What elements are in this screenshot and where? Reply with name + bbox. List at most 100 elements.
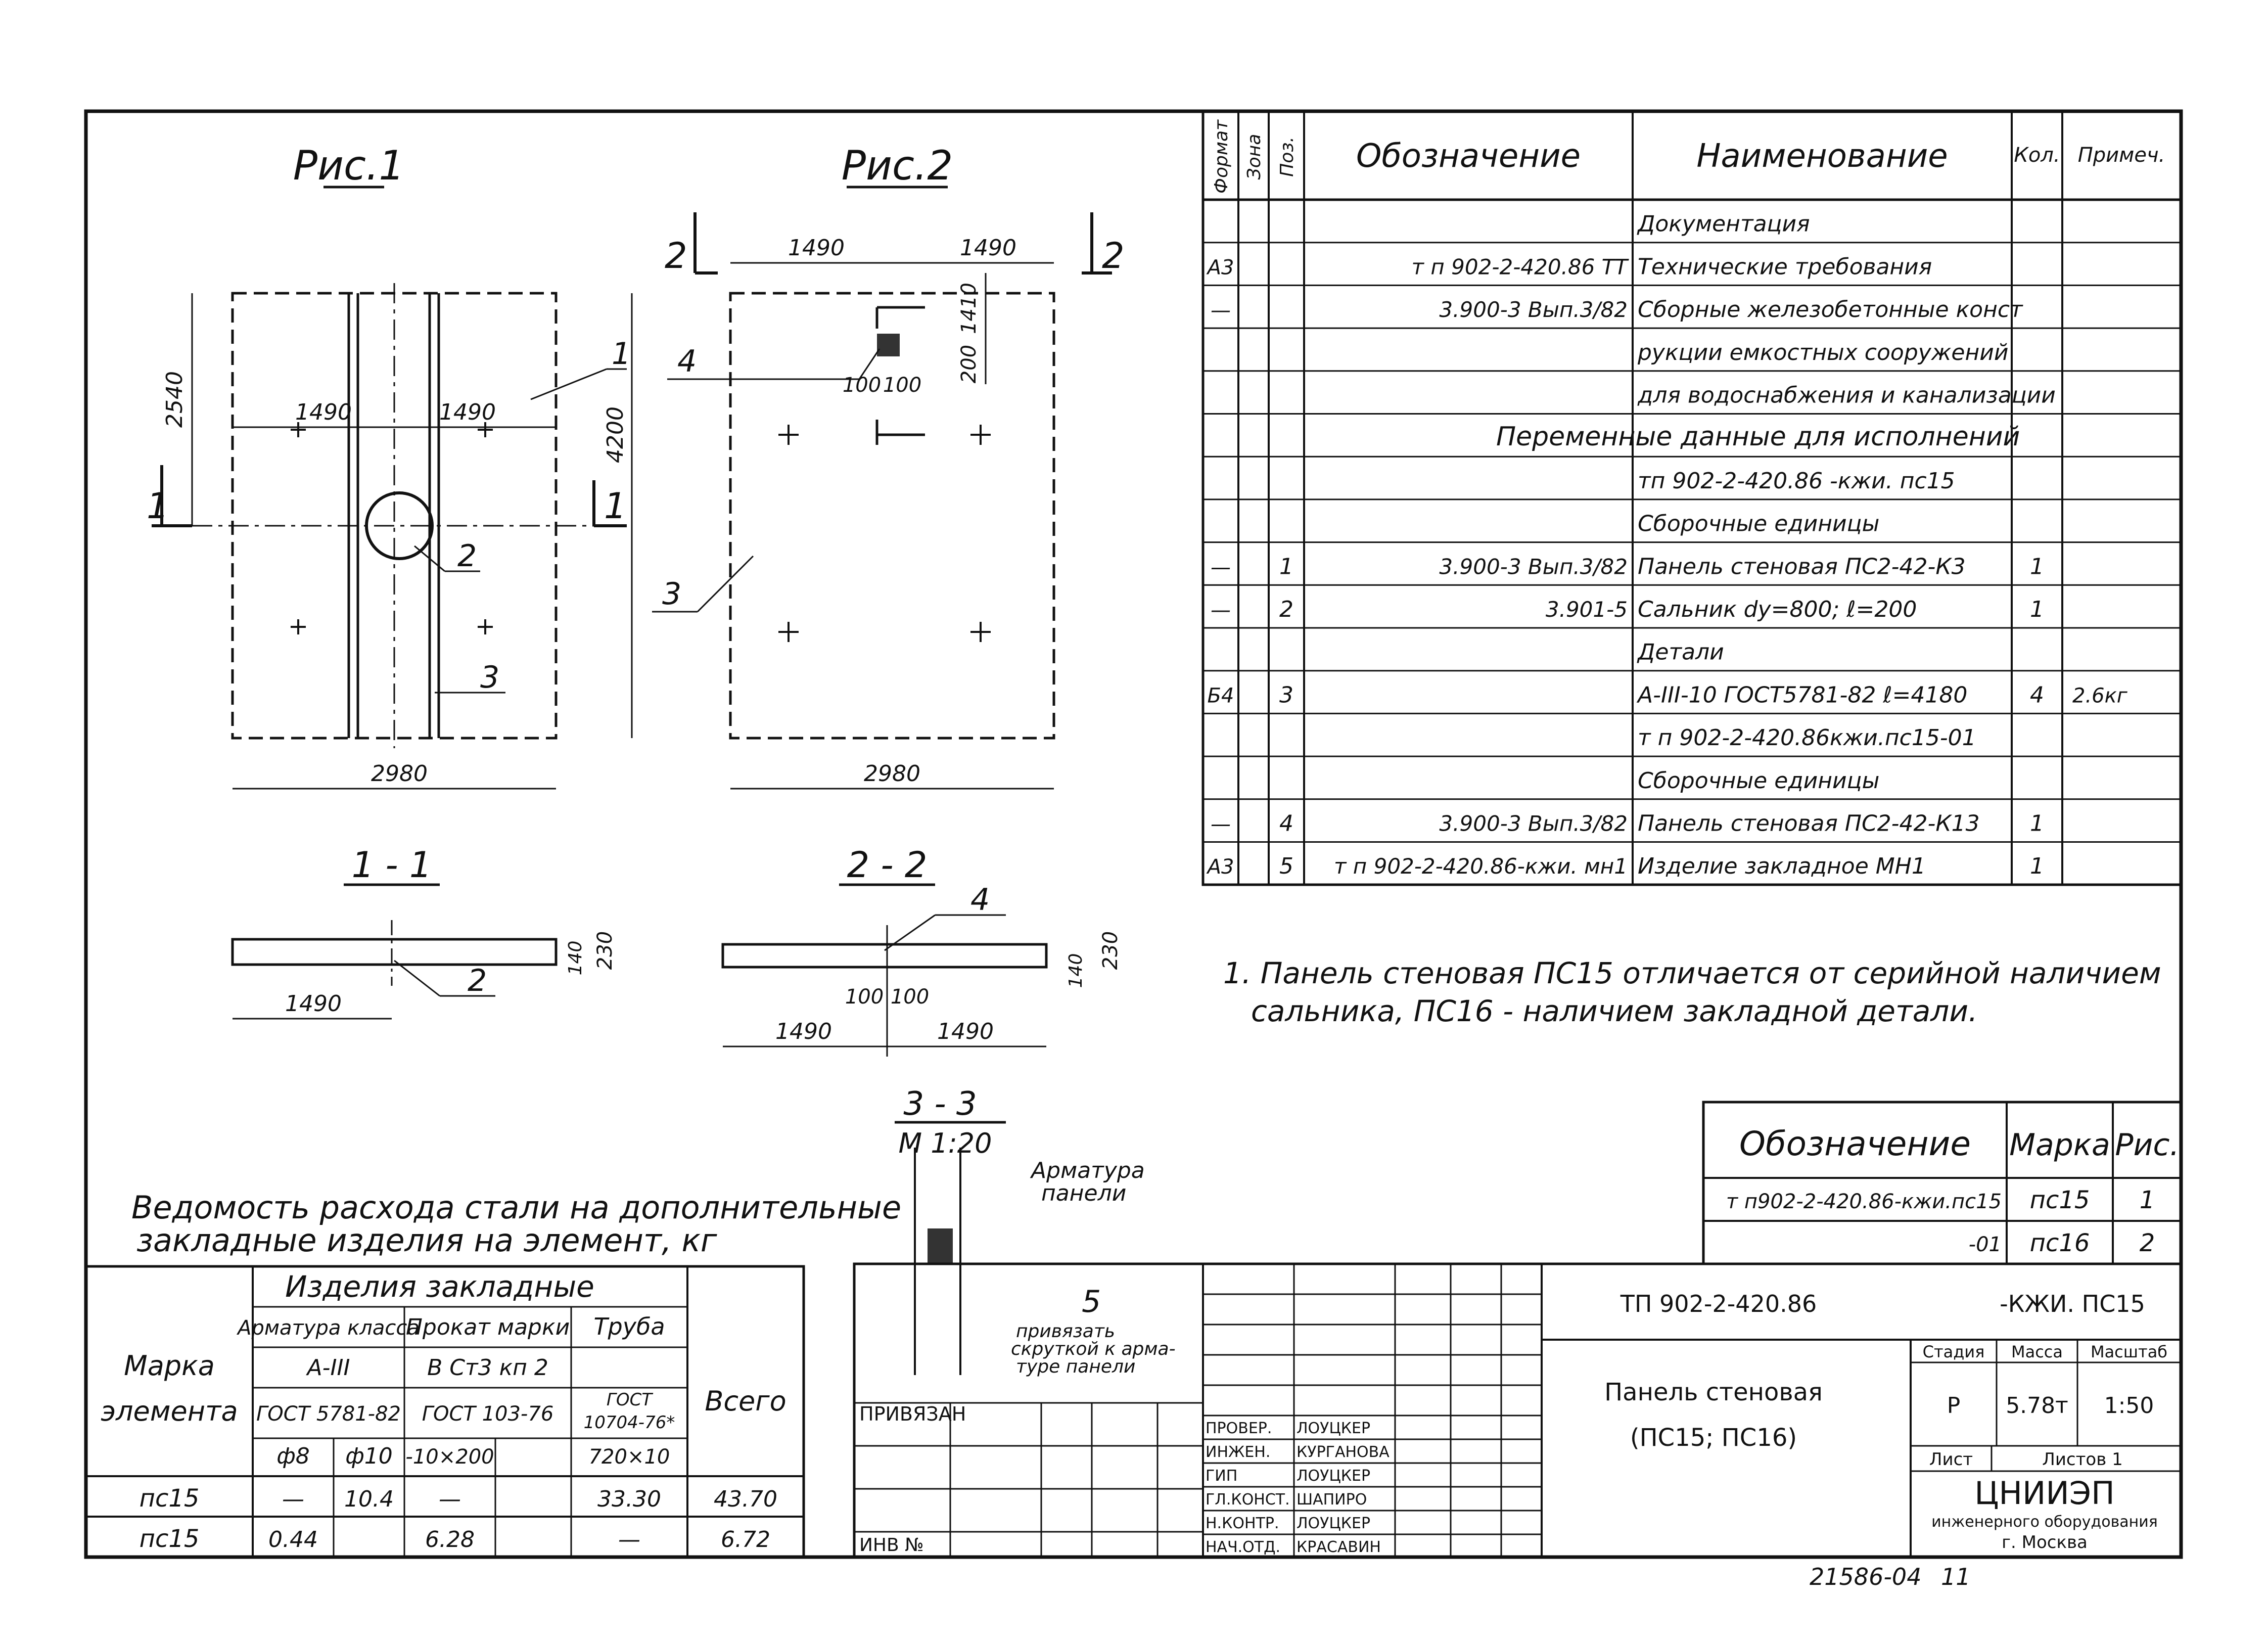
svg-text:4: 4 xyxy=(970,882,990,918)
svg-text:Прокат марки: Прокат марки xyxy=(406,1314,570,1340)
svg-text:100: 100 xyxy=(845,985,884,1009)
svg-text:1490: 1490 xyxy=(285,991,342,1017)
svg-text:2: 2 xyxy=(468,963,487,998)
steel-table: Ведомость расхода стали на дополнительны… xyxy=(84,1189,901,1559)
fig2-title: Рис.2 xyxy=(842,142,953,189)
svg-text:1490: 1490 xyxy=(775,1019,832,1044)
section-3-3: 3 - 3 М 1:20 Арматура панели 5 привязать… xyxy=(895,1085,1176,1377)
steel-cell-a8: — xyxy=(282,1486,304,1512)
steel-cell-vsego: 6.72 xyxy=(721,1527,770,1553)
svg-text:ИНВ №: ИНВ № xyxy=(859,1535,924,1556)
svg-text:1490: 1490 xyxy=(439,399,496,425)
steel-cell-a8: 0.44 xyxy=(268,1527,318,1553)
svg-text:привязать: привязать xyxy=(1016,1321,1115,1342)
svg-text:2 - 2: 2 - 2 xyxy=(847,844,928,886)
svg-text:100: 100 xyxy=(843,374,881,397)
steel-cell-truba: — xyxy=(618,1527,640,1553)
svg-text:2980: 2980 xyxy=(864,761,920,787)
section-1-1: 1 - 1 1490 140 230 2 xyxy=(231,844,617,1020)
spec-cell-kol: 1 xyxy=(2030,853,2044,879)
svg-text:2980: 2980 xyxy=(371,761,428,787)
steel-cell-marka: пс15 xyxy=(140,1484,200,1513)
spec-cell-kol: 1 xyxy=(2030,811,2044,837)
general-note: 1. Панель стеновая ПС15 отличается от се… xyxy=(1223,956,2161,1028)
steel-cell-prokat: 6.28 xyxy=(425,1527,475,1553)
svg-text:ПРИВЯЗАН: ПРИВЯЗАН xyxy=(859,1403,966,1425)
svg-text:1: 1 xyxy=(612,336,631,372)
svg-text:100: 100 xyxy=(883,374,921,397)
svg-text:туре панели: туре панели xyxy=(1016,1356,1135,1377)
spec-cell-format: — xyxy=(1211,556,1231,579)
svg-text:Марка: Марка xyxy=(2009,1127,2110,1163)
spec-cell-naim: Панель стеновая ПС2-42-К13 xyxy=(1638,811,1980,837)
spec-cell-oboz: Переменные данные для исполнений xyxy=(1496,422,2020,452)
spec-cell-poz: 3 xyxy=(1279,682,1293,708)
spec-cell-naim: Панель стеновая ПС2-42-К3 xyxy=(1638,554,1966,579)
svg-text:2: 2 xyxy=(457,538,477,574)
role-label: ИНЖЕН. xyxy=(1206,1443,1270,1461)
spec-cell-format: А3 xyxy=(1206,855,1234,879)
svg-text:2540: 2540 xyxy=(162,371,188,428)
role-name: ЛОУЦКЕР xyxy=(1297,1420,1370,1437)
svg-text:1490: 1490 xyxy=(788,235,845,261)
svg-text:скруткой к арма-: скруткой к арма- xyxy=(1011,1339,1176,1359)
svg-text:закладные изделия на элемент,: закладные изделия на элемент, кг xyxy=(136,1222,717,1259)
svg-text:100: 100 xyxy=(891,985,929,1009)
figure-2: Рис.2 1490 1490 1410 200 100 100 2980 4 … xyxy=(652,142,1125,790)
spec-cell-poz: 5 xyxy=(1279,853,1293,879)
title-block: ПРИВЯЗАН ИНВ № ПРОВЕР.ЛОУЦКЕРИНЖЕН.КУРГА… xyxy=(853,1262,2183,1559)
svg-text:200: 200 xyxy=(957,345,981,383)
sheet-mark: 11 xyxy=(1941,1563,1971,1590)
svg-text:г. Москва: г. Москва xyxy=(2002,1532,2088,1553)
spec-cell-format: — xyxy=(1211,813,1231,836)
spec-cell-poz: 4 xyxy=(1279,811,1293,837)
variant-cell-ris: 2 xyxy=(2140,1229,2155,1257)
spec-cell-kol: 1 xyxy=(2030,597,2044,622)
spec-cell-naim: Сборочные единицы xyxy=(1638,511,1879,537)
spec-cell-poz: 1 xyxy=(1279,554,1293,579)
svg-text:Формат: Формат xyxy=(1211,119,1232,194)
doc-number: 21586-04 xyxy=(1810,1563,1921,1590)
svg-text:720×10: 720×10 xyxy=(589,1445,670,1469)
spec-cell-kol: 4 xyxy=(2030,682,2044,708)
role-label: ПРОВЕР. xyxy=(1206,1420,1272,1437)
spec-cell-format: — xyxy=(1211,299,1231,322)
fig2-panel-outline xyxy=(729,292,1055,740)
svg-text:3 - 3: 3 - 3 xyxy=(903,1085,977,1123)
svg-text:5.78т: 5.78т xyxy=(2006,1393,2068,1419)
svg-text:М 1:20: М 1:20 xyxy=(898,1127,992,1159)
variant-cell-marka: пс16 xyxy=(2030,1229,2090,1257)
svg-text:1: 1 xyxy=(147,485,169,527)
role-name: ШАПИРО xyxy=(1297,1491,1367,1509)
spec-cell-oboz: 3.900-3 Вып.3/82 xyxy=(1439,297,1628,322)
spec-cell-format: — xyxy=(1211,599,1231,622)
spec-cell-naim: Изделие закладное МН1 xyxy=(1638,853,1926,879)
svg-text:140: 140 xyxy=(565,941,586,976)
svg-text:ф10: ф10 xyxy=(345,1443,393,1469)
spec-cell-naim: Сборочные единицы xyxy=(1638,768,1879,794)
svg-text:Зона: Зона xyxy=(1244,134,1265,180)
spec-table: Формат Зона Поз. Обозначение Наименовани… xyxy=(1201,110,2183,886)
spec-cell-naim: для водоснабжения и канализации xyxy=(1637,383,2056,408)
svg-text:(ПС15; ПС16): (ПС15; ПС16) xyxy=(1630,1424,1797,1452)
embedded-plate xyxy=(877,334,900,356)
svg-text:Листов 1: Листов 1 xyxy=(2042,1449,2122,1470)
svg-text:Обозначение: Обозначение xyxy=(1356,138,1581,175)
variant-cell-ris: 1 xyxy=(2140,1186,2155,1214)
svg-text:Рис.: Рис. xyxy=(2115,1127,2179,1163)
steel-cell-vsego: 43.70 xyxy=(714,1486,777,1512)
spec-cell-oboz: т п 902-2-420.86-кжи. мн1 xyxy=(1334,854,1628,879)
svg-text:Труба: Труба xyxy=(593,1313,665,1340)
svg-text:Всего: Всего xyxy=(705,1385,786,1417)
spec-cell-oboz: 3.900-3 Вып.3/82 xyxy=(1439,811,1628,836)
svg-text:В Ст3 кп 2: В Ст3 кп 2 xyxy=(427,1355,548,1381)
svg-text:ГОСТ: ГОСТ xyxy=(607,1390,653,1410)
spec-cell-naim: рукции емкостных сооружений xyxy=(1637,340,2008,366)
spec-cell-oboz: 3.901-5 xyxy=(1546,597,1628,622)
spec-cell-prim: 2.6кг xyxy=(2072,684,2128,707)
spec-cell-format: А3 xyxy=(1206,256,1234,279)
svg-text:1490: 1490 xyxy=(295,399,352,425)
svg-text:Ведомость расхода стали на доп: Ведомость расхода стали на дополнительны… xyxy=(131,1189,901,1226)
